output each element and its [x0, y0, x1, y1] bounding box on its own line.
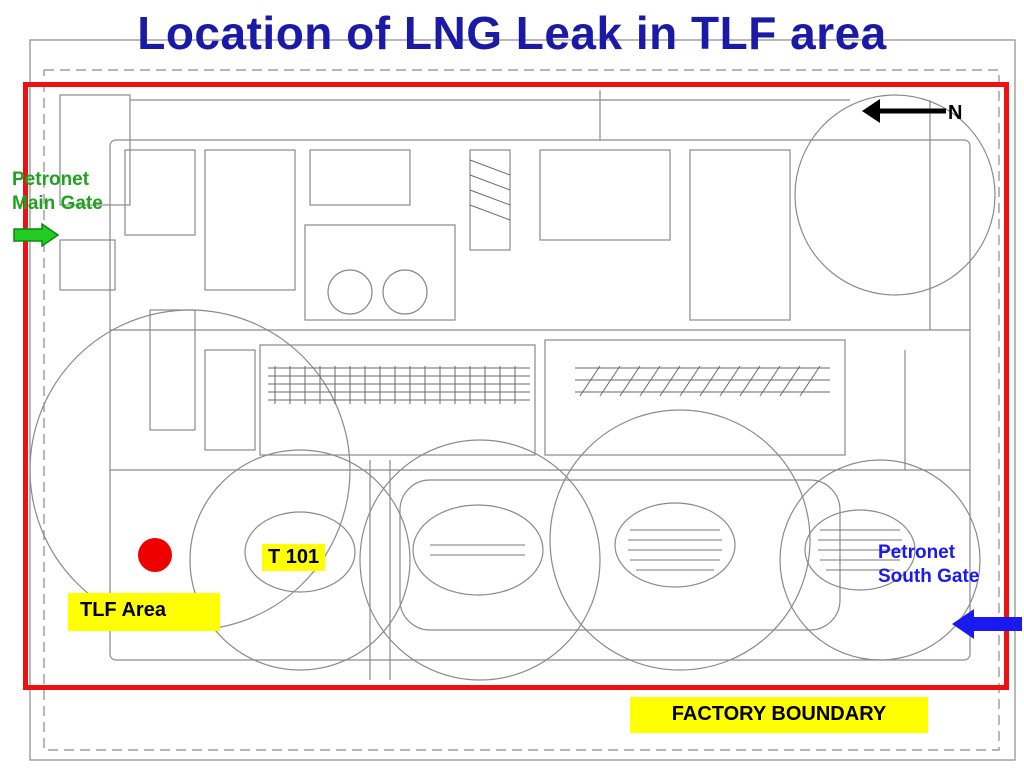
- building-block-5: [539, 149, 671, 241]
- factory-boundary-outline: [23, 82, 1009, 690]
- main-gate-label-line2: Main Gate: [12, 193, 103, 214]
- building-block-7: [304, 224, 456, 321]
- building-block-8: [59, 94, 131, 206]
- radius-circle-center: [359, 439, 601, 681]
- building-block-2: [204, 149, 296, 291]
- main-gate-label: Petronet Main Gate: [12, 168, 103, 216]
- west-building-1: [149, 309, 196, 431]
- process-area-frame: [259, 344, 536, 456]
- south-gate-label: Petronet South Gate: [878, 541, 979, 589]
- arrow-left-icon: [952, 609, 1022, 639]
- main-gate-label-line1: Petronet: [12, 169, 90, 190]
- tank-label-t101: T 101: [262, 544, 326, 571]
- building-block-4: [469, 149, 511, 251]
- tank-3-outline: [614, 502, 736, 588]
- south-gate-label-line1: Petronet: [878, 542, 956, 563]
- building-block-3: [309, 149, 411, 206]
- radius-circle-tlf: [189, 449, 411, 671]
- arrow-right-icon: [13, 223, 60, 247]
- drawing-inner-frame: [43, 69, 1000, 751]
- building-block-6: [689, 149, 791, 321]
- tank-hatching: [430, 529, 902, 571]
- north-label: N: [948, 102, 963, 124]
- building-block-1: [124, 149, 196, 236]
- tank-4-outline: [804, 509, 916, 591]
- tlf-area-label: TLF Area: [68, 593, 220, 631]
- inner-road: [109, 139, 971, 661]
- building-block-9: [59, 239, 116, 291]
- drawing-frame: [29, 39, 1016, 761]
- tank-2-outline: [412, 504, 544, 596]
- tank-t101-outline: [244, 511, 356, 593]
- radius-circle-northeast: [794, 94, 996, 296]
- process-area-east: [544, 339, 846, 456]
- south-gate-label-line2: South Gate: [878, 566, 980, 587]
- tank-road: [399, 479, 841, 631]
- slide-title: Location of LNG Leak in TLF area: [137, 7, 887, 59]
- process-tank-2: [382, 269, 428, 315]
- west-building-2: [204, 349, 256, 451]
- pipe-rack-hatch: [268, 159, 830, 404]
- arrow-left-icon: [862, 99, 946, 123]
- radius-circle-east: [549, 409, 811, 671]
- process-tank-1: [327, 269, 373, 315]
- factory-boundary-label: FACTORY BOUNDARY: [630, 697, 928, 733]
- red-dot-icon: [138, 538, 172, 572]
